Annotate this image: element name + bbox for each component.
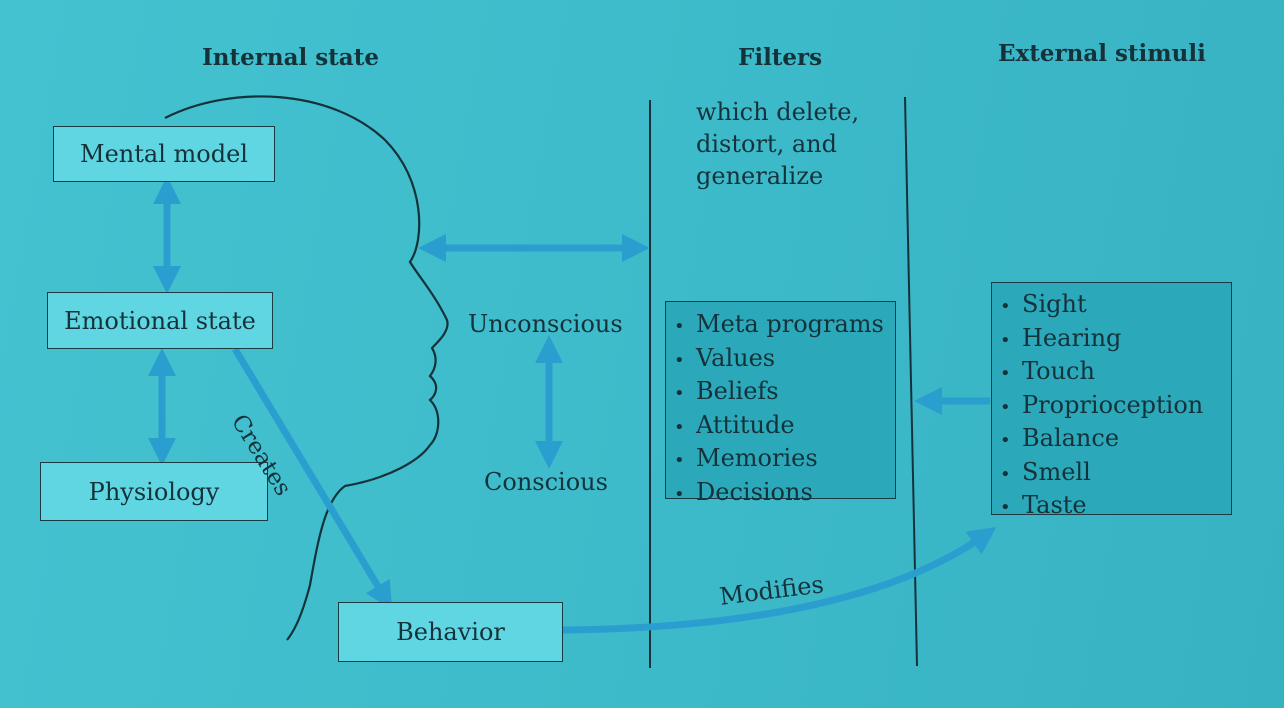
emotional-state-box: Emotional state [47,292,273,349]
list-item: •Beliefs [674,376,895,410]
bullet-icon: • [1000,363,1011,384]
bullet-icon: • [1000,396,1011,418]
mental-model-box: Mental model [53,126,275,182]
stimuli-list: •Sight •Hearing •Touch •Proprioception •… [1000,289,1231,524]
list-item: •Meta programs [674,309,895,343]
header-filters: Filters [738,44,823,71]
bullet-icon: • [674,450,685,471]
bullet-icon: • [1000,430,1011,451]
stimuli-list-box: •Sight •Hearing •Touch •Proprioception •… [991,282,1232,519]
head-profile-outline [164,95,449,641]
bullet-icon: • [1000,463,1011,485]
mental-model-label: Mental model [80,140,248,168]
filters-description-line: generalize [696,162,824,190]
bullet-icon: • [1000,296,1011,317]
filters-description-line: distort, and [696,130,837,158]
list-item: •Memories [674,443,895,477]
unconscious-label: Unconscious [468,310,623,338]
arrow-creates [232,347,393,610]
list-item: •Values [674,343,895,377]
list-item: •Sight [1000,289,1231,323]
bullet-icon: • [674,483,685,505]
arrow-modifies [562,526,997,634]
emotional-state-label: Emotional state [64,306,256,335]
physiology-box: Physiology [40,462,268,521]
conscious-label: Conscious [484,468,608,496]
bullet-icon: • [674,383,685,404]
header-internal-state: Internal state [202,44,379,71]
list-item: •Decisions [674,477,895,511]
bullet-icon: • [674,316,685,337]
behavior-label: Behavior [396,618,505,646]
list-item: •Smell [1000,457,1231,491]
list-item: •Attitude [674,410,895,444]
bullet-icon: • [674,416,685,438]
filters-list: •Meta programs •Values •Beliefs •Attitud… [674,309,895,510]
filters-description: which delete, distort, and generalize [696,96,859,192]
behavior-box: Behavior [338,602,563,662]
list-item: •Proprioception [1000,390,1231,424]
list-item: •Hearing [1000,323,1231,357]
bullet-icon: • [1000,497,1011,518]
list-item: •Touch [1000,356,1231,390]
divider-line-right [904,96,918,667]
physiology-label: Physiology [88,477,220,506]
filters-list-box: •Meta programs •Values •Beliefs •Attitud… [665,301,896,506]
list-item: •Balance [1000,423,1231,457]
bullet-icon: • [1000,329,1011,351]
header-external-stimuli: External stimuli [998,40,1206,67]
bullet-icon: • [674,349,685,371]
filters-description-line: which delete, [696,98,860,126]
list-item: •Taste [1000,490,1231,524]
